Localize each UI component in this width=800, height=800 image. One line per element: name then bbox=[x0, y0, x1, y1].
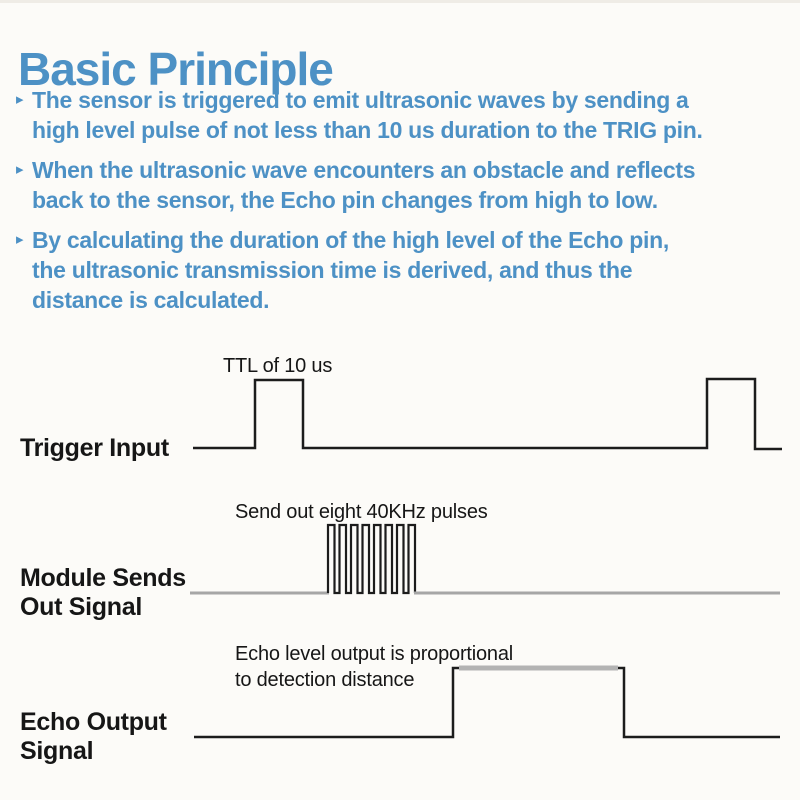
bullet-list: ▸ The sensor is triggered to emit ultras… bbox=[16, 85, 791, 325]
bullet-triangle-icon: ▸ bbox=[16, 161, 24, 178]
bullet-line: back to the sensor, the Echo pin changes… bbox=[32, 187, 658, 213]
bullet-line: The sensor is triggered to emit ultrason… bbox=[32, 87, 689, 113]
bullet-triangle-icon: ▸ bbox=[16, 231, 24, 248]
bullet-line: distance is calculated. bbox=[32, 287, 270, 313]
trigger-input-label: Trigger Input bbox=[20, 434, 169, 463]
label-line: Signal bbox=[20, 737, 94, 765]
annotation-line: to detection distance bbox=[235, 669, 415, 691]
module-pulses-annotation: Send out eight 40KHz pulses bbox=[235, 499, 488, 525]
echo-level-annotation: Echo level output is proportional to det… bbox=[235, 641, 513, 693]
bullet-line: When the ultrasonic wave encounters an o… bbox=[32, 157, 696, 183]
page-top-edge bbox=[0, 0, 800, 3]
label-line: Out Signal bbox=[20, 593, 143, 621]
trigger-pulse-annotation: TTL of 10 us bbox=[223, 353, 332, 379]
bullet-item-trigger-principle: ▸ The sensor is triggered to emit ultras… bbox=[16, 85, 791, 145]
module-sends-out-signal-label: Module Sends Out Signal bbox=[20, 564, 186, 622]
bullet-text: By calculating the duration of the high … bbox=[32, 225, 669, 315]
label-line: Module Sends bbox=[20, 564, 186, 592]
module-pulse-train bbox=[326, 523, 417, 595]
bullet-item-echo-reflection: ▸ When the ultrasonic wave encounters an… bbox=[16, 155, 791, 215]
bullet-triangle-icon: ▸ bbox=[16, 91, 24, 108]
bullet-text: When the ultrasonic wave encounters an o… bbox=[32, 155, 696, 215]
trigger-waveform bbox=[193, 377, 782, 451]
echo-output-signal-label: Echo Output Signal bbox=[20, 708, 167, 766]
annotation-line: TTL of 10 us bbox=[223, 355, 333, 377]
bullet-text: The sensor is triggered to emit ultrason… bbox=[32, 85, 703, 145]
label-line: Echo Output bbox=[20, 708, 167, 736]
bullet-line: high level pulse of not less than 10 us … bbox=[32, 117, 703, 143]
bullet-item-distance-calculation: ▸ By calculating the duration of the hig… bbox=[16, 225, 791, 315]
label-line: Trigger Input bbox=[20, 434, 169, 462]
page-title: Basic Principle bbox=[18, 42, 334, 95]
bullet-line: the ultrasonic transmission time is deri… bbox=[32, 257, 633, 283]
annotation-line: Send out eight 40KHz pulses bbox=[235, 501, 488, 523]
annotation-line: Echo level output is proportional bbox=[235, 643, 514, 665]
bullet-line: By calculating the duration of the high … bbox=[32, 227, 669, 253]
